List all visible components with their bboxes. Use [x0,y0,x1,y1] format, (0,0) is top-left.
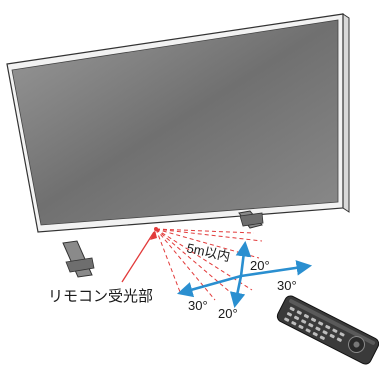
fan-line [155,228,216,301]
tv-screen [11,19,339,226]
tv-side [342,13,350,213]
arrow-down [229,275,246,309]
tv-stand-right-foot [239,212,264,227]
angle-arrows [176,240,313,309]
distance-label: 5m以内 [185,240,231,264]
tv-remote-icon [276,295,379,365]
fan-line [155,228,263,242]
arrow-right [240,260,313,278]
fan-line [155,228,181,293]
arrow-up [235,240,252,277]
fan-line [155,228,260,259]
angle-down-label: 20° [218,306,238,321]
tv-stand-left-foot [65,257,95,273]
arrow-left [176,274,242,298]
fan-line [155,228,253,291]
angle-up-label: 20° [250,258,270,273]
angle-right-label: 30° [277,278,297,293]
tv [6,13,350,278]
sensor-label: リモコン受光部 [48,288,153,305]
fan-line [155,228,255,234]
angle-left-label: 30° [188,298,208,313]
reception-fan [155,228,263,301]
sensor-pointer-line [121,231,155,283]
sensor-pointer-head [150,230,157,240]
